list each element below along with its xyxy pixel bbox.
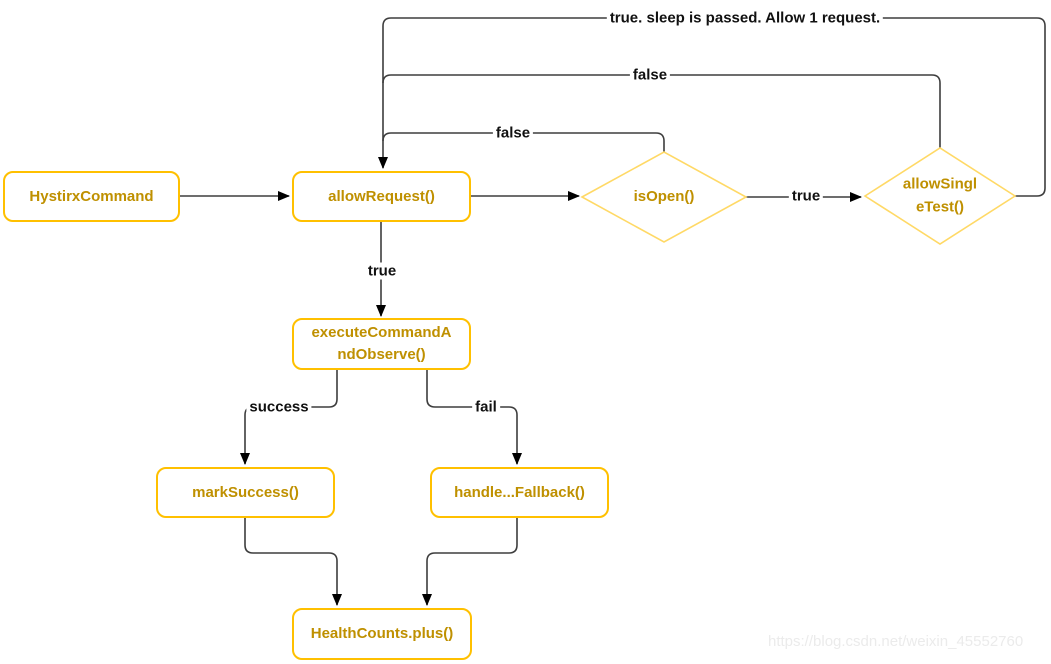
edge-label-false-is-open: false — [492, 124, 534, 142]
edge-label-fail: fail — [472, 398, 500, 416]
watermark: https://blog.csdn.net/weixin_45552760 — [768, 633, 1024, 650]
edge-allowsingletest-to-allowrequest — [378, 17, 1046, 197]
edge-label-true-is-open: true — [788, 187, 824, 205]
health-counts-node: HealthCounts.plus() — [292, 608, 472, 660]
is-open-diamond — [580, 151, 748, 243]
hystirx-command-node: HystirxCommand — [3, 171, 180, 222]
edge-label-success: success — [246, 398, 312, 416]
edge-label-true-sleep: true. sleep is passed. Allow 1 request. — [606, 9, 884, 27]
handle-fallback-node: handle...Fallback() — [430, 467, 609, 518]
edge-label-false-single-test: false — [629, 66, 671, 84]
mark-success-node: markSuccess() — [156, 467, 335, 518]
allow-single-test-label: allowSingl eTest() — [902, 175, 978, 216]
edge-marksuccess-to-healthcounts — [244, 518, 342, 606]
edge-isopen-false — [382, 132, 665, 152]
edge-allowsingletest-false — [382, 74, 941, 148]
edge-execute-to-marksuccess — [240, 370, 338, 465]
execute-command-node: executeCommandA ndObserve() — [292, 318, 471, 370]
edge-handlefallback-to-healthcounts — [422, 518, 518, 606]
edge-label-true-allow-request: true — [364, 262, 400, 280]
edge-execute-to-handlefallback — [426, 370, 522, 465]
allow-single-test-diamond — [863, 147, 1017, 245]
allow-request-node: allowRequest() — [292, 171, 471, 222]
is-open-label: isOpen() — [633, 187, 695, 205]
